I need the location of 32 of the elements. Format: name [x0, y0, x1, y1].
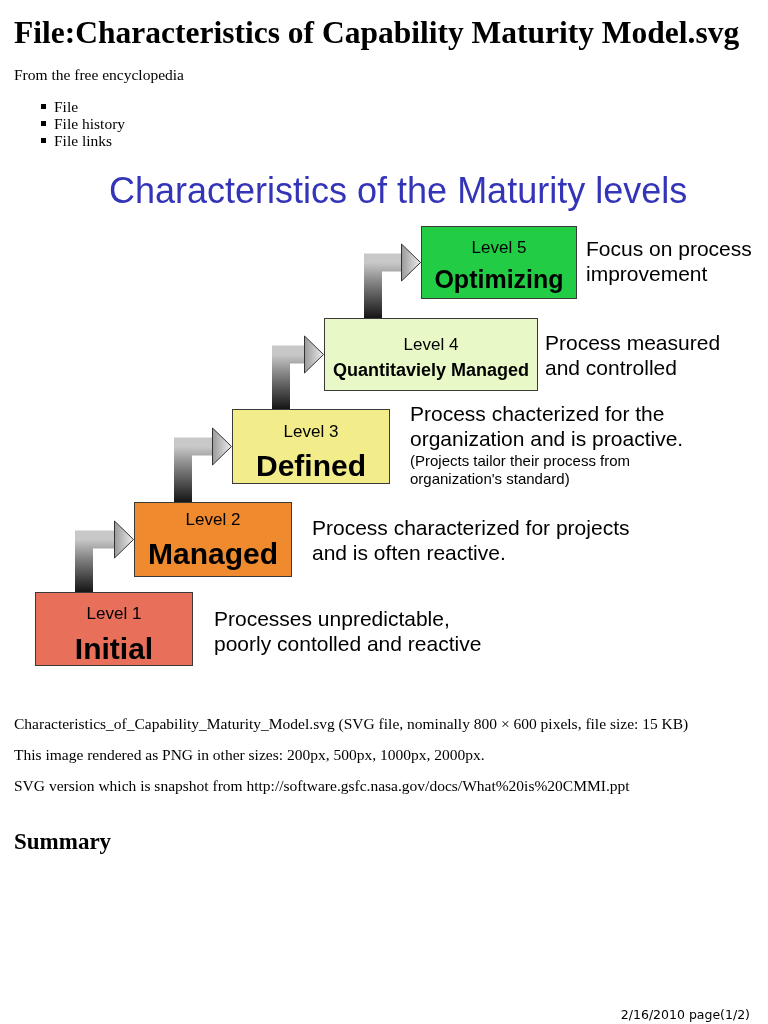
list-item: File	[54, 98, 79, 115]
level-box	[324, 318, 538, 391]
level-number: Level 2	[185, 510, 241, 530]
subtitle-text: From the free encyclopedia	[14, 66, 184, 84]
level-number: Level 1	[86, 604, 142, 624]
level-box	[35, 592, 193, 666]
level-number: Level 4	[403, 335, 459, 355]
level-description: Processes unpredictable, poorly contolled and reactive	[214, 606, 483, 656]
list-item: File history	[54, 115, 126, 132]
paragraph: SVG version which is snapshot from http://software.gsfc.nasa.gov/docs/What%20is%20CMMI.ppt	[14, 777, 630, 795]
level-name: Initial	[74, 631, 154, 667]
diagram-title: Characteristics of the Maturity levels	[109, 170, 688, 212]
page-footer: 2/16/2010 page(1/2)	[620, 1007, 750, 1023]
list-item: File links	[54, 132, 113, 149]
level-box	[232, 409, 390, 484]
level-number: Level 3	[283, 422, 339, 442]
level-number: Level 5	[471, 238, 527, 258]
paragraph: Characteristics_of_Capability_Maturity_Model.svg (SVG file, nominally 800 × 600 pixels, file size: 15 KB)	[14, 715, 689, 733]
section-heading: Summary	[14, 828, 112, 856]
level-description: Process measured and controlled	[545, 330, 722, 380]
paragraph: This image rendered as PNG in other sizes: 200px, 500px, 1000px, 2000px.	[14, 746, 485, 764]
level-box	[134, 502, 292, 577]
level-description: Focus on process improvement	[586, 236, 753, 286]
page-heading: File:Characteristics of Capability Maturity Model.svg	[14, 14, 740, 52]
level-name: Defined	[256, 448, 366, 484]
level-description: (Projects tailor their process from organization's standard)	[410, 452, 632, 488]
level-name: Quantitaviely Managed	[332, 359, 530, 381]
level-description: Process chacterized for the organization and is proactive.	[410, 401, 685, 451]
level-name: Optimizing	[434, 264, 564, 294]
level-name: Managed	[148, 536, 278, 572]
level-description: Process characterized for projects and is often reactive.	[312, 515, 631, 565]
level-box	[421, 226, 577, 299]
